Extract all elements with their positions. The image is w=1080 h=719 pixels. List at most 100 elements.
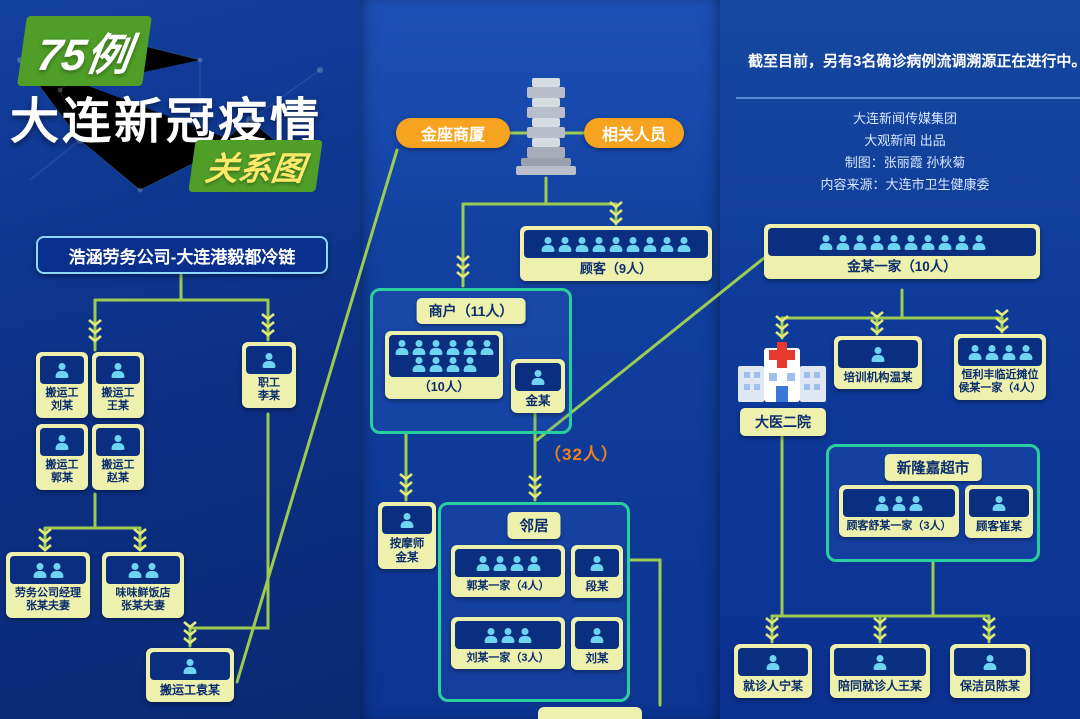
person-icon [145,563,158,578]
person-icon [1002,345,1015,360]
person-icons [515,363,561,391]
person-icon [910,496,923,511]
person-icon [559,237,572,252]
person-icons [96,428,140,456]
person-icons [768,228,1036,256]
count-32-label: （32人） [544,445,619,464]
divider-line [736,97,1080,99]
node-customer-shu-family: 顾客舒某一家（3人） [839,485,959,538]
node-label: 搬运工 刘某 [45,387,79,413]
node-label: （10人） [418,380,470,394]
group-merchants-header: 商户（11人） [416,298,526,324]
hospital-icon [738,342,826,402]
person-icons [843,489,955,517]
person-icon [874,655,887,670]
person-icon [836,235,849,250]
node-liu2: 刘某 [571,617,623,671]
person-icon [576,237,589,252]
credit-line: 制图：张丽霞 孙秋菊 [844,155,966,170]
person-icon [968,345,981,360]
person-icons [455,549,561,577]
node-label: 段某 [585,581,609,593]
person-icons [10,556,86,584]
person-icon [1019,345,1032,360]
building-icon [516,78,576,175]
person-icon [446,357,459,372]
credits-block: 大连新闻传媒集团 大观新闻 出品 制图：张丽霞 孙秋菊 内容来源：大连市卫生健康… [760,108,1050,196]
node-merchant-jin: 金某 [511,359,565,414]
person-icon [921,235,934,250]
person-icon [112,363,125,378]
node-label: 搬运工 赵某 [101,459,135,485]
person-icon [33,563,46,578]
person-icon [591,628,604,643]
person-icon [510,556,523,571]
status-note: 截至目前，另有3名确诊病例流调溯源正在进行中。 [748,53,1080,70]
node-porter-zhao: 搬运工 赵某 [92,424,144,490]
person-icons [738,648,808,676]
person-icons [106,556,180,584]
person-icon [429,357,442,372]
node-label: 顾客崔某 [976,521,1022,533]
person-icon [938,235,951,250]
group-merchants: 商户（11人） （10人） 金某 [370,288,572,434]
node-label: 陪同就诊人王某 [837,679,922,693]
node-stall-hou-family: 恒利丰临近摊位 侯某一家（4人） [954,334,1046,400]
person-icon [870,235,883,250]
person-icon [56,363,69,378]
person-icon [532,370,545,385]
person-icons [954,648,1026,676]
person-icon [993,496,1006,511]
node-liu-family: 刘某一家（3人） [451,617,565,670]
node-label: 刘某 [585,653,609,665]
group-neighbors-header: 邻居 [507,512,561,539]
person-icon [853,235,866,250]
person-icon [972,235,985,250]
node-label: 味味鲜饭店 张某夫妻 [115,587,171,613]
node-duan: 段某 [571,545,623,599]
node-label: 恒利丰临近摊位 侯某一家（4人） [958,369,1042,395]
node-label: 培训机构温某 [843,372,913,384]
person-icon [112,435,125,450]
person-icons [150,652,230,680]
person-icon [593,237,606,252]
person-icon [493,556,506,571]
person-icon [263,353,276,368]
node-label: 劳务公司经理 张某夫妻 [15,587,81,613]
person-icon [985,345,998,360]
group-supermarket-header: 新隆嘉超市 [884,454,982,481]
person-icon [463,357,476,372]
node-label: 搬运工袁某 [159,683,220,697]
person-icon [591,556,604,571]
person-icon [446,340,459,355]
person-icons [40,356,84,384]
building-left-pill: 金座商厦 [396,118,510,148]
person-icon [56,435,69,450]
node-label: 顾客舒某一家（3人） [846,520,952,532]
node-guo-family: 郭某一家（4人） [451,545,565,598]
hospital-label: 大医二院 [740,408,826,436]
node-jin-family-10: 金某一家（10人） [764,224,1040,280]
person-icon [502,628,515,643]
person-icon [876,496,889,511]
person-icon [893,496,906,511]
node-porter-yuan: 搬运工袁某 [146,648,234,702]
person-icon [984,655,997,670]
person-icon [401,513,414,528]
node-cleaner-chen: 保洁员陈某 [950,644,1030,698]
node-label: 职工 李某 [258,377,280,403]
person-icons [389,335,499,377]
node-label: 刘某一家（3人） [466,652,550,664]
person-icons [246,346,292,374]
node-label: 保洁员陈某 [959,679,1020,693]
node-customer-cui: 顾客崔某 [965,485,1033,539]
person-icons [575,549,619,577]
person-icon [819,235,832,250]
group-neighbors: 邻居 郭某一家（4人） 段某 刘某一家（3人） 刘某 [438,502,630,702]
person-icons [834,648,926,676]
person-icon [767,655,780,670]
person-icon [887,235,900,250]
node-porter-liu: 搬运工 刘某 [36,352,88,418]
person-icon [542,237,555,252]
node-masseur-jin: 按摩师 金某 [378,502,436,570]
